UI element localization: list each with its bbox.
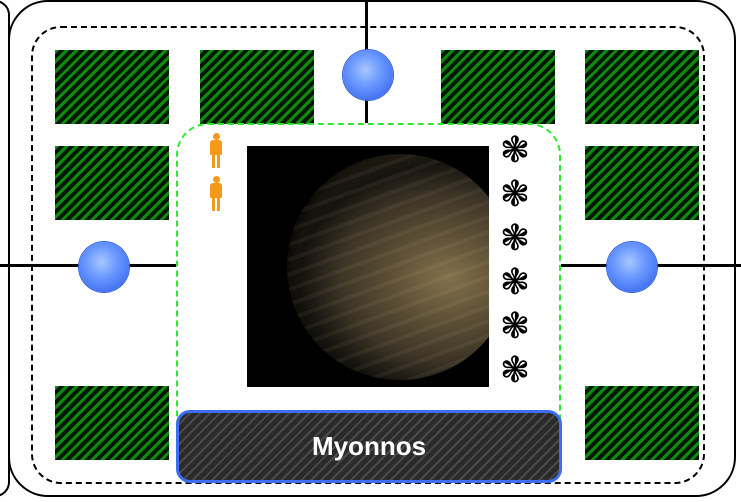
sector-inner-boundary	[31, 26, 705, 484]
field-tile[interactable]	[585, 50, 699, 124]
gear-icon: ❃	[499, 218, 531, 259]
field-tile[interactable]	[585, 146, 699, 220]
field-tile[interactable]	[55, 386, 169, 460]
gear-icon: ❃	[499, 130, 531, 171]
planet-surface-texture	[287, 154, 489, 380]
field-tile[interactable]	[200, 50, 314, 124]
system-name: Myonnos	[311, 431, 427, 461]
hyperlane-node-right[interactable]	[607, 242, 657, 292]
person-icon	[209, 176, 223, 212]
sector-tile-border	[8, 0, 736, 497]
field-tile[interactable]	[441, 50, 555, 124]
hyperlane-node-left[interactable]	[79, 242, 129, 292]
system-nameplate[interactable]: Myonnos	[176, 410, 562, 483]
gear-icon: ❃	[499, 350, 531, 391]
field-tile[interactable]	[585, 386, 699, 460]
gear-icon: ❃	[499, 262, 531, 303]
planet-disc	[287, 154, 489, 380]
person-icon	[209, 133, 223, 169]
hyperlane-node-top[interactable]	[343, 50, 393, 100]
field-tile[interactable]	[55, 146, 169, 220]
gear-icon: ❃	[499, 174, 531, 215]
planet-icon[interactable]	[247, 146, 489, 387]
field-tile[interactable]	[55, 50, 169, 124]
gear-icon: ❃	[499, 306, 531, 347]
